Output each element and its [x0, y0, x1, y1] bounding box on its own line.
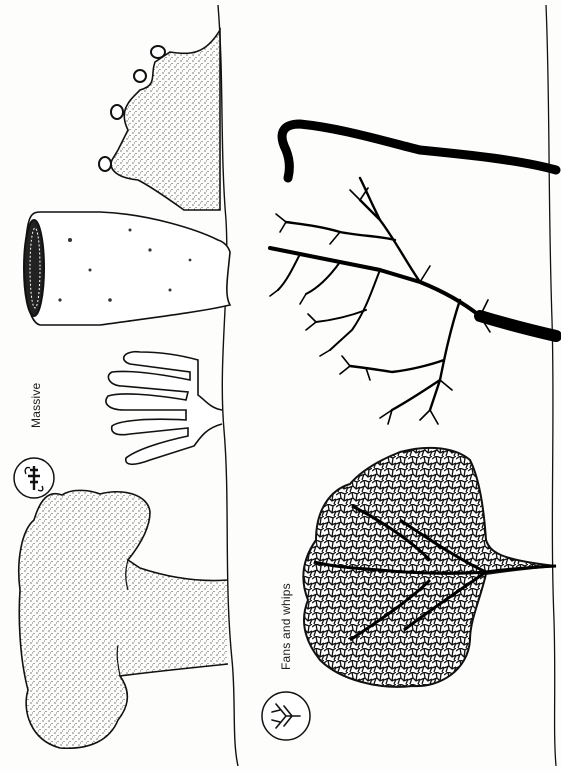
vase-sponge	[24, 212, 230, 325]
lower-substrate-line	[546, 5, 556, 766]
whip-coral	[282, 124, 556, 178]
massive-coral-icon	[14, 458, 54, 498]
fan-coral	[303, 448, 556, 687]
branching-gorgonian	[270, 178, 556, 424]
branching-coral	[106, 352, 222, 465]
fan-coral-icon	[262, 692, 310, 740]
tubular-coral	[99, 30, 220, 210]
fans-and-whips-label: Fans and whips	[279, 583, 293, 670]
massive-label: Massive	[29, 383, 43, 428]
boulder-coral	[19, 490, 228, 748]
